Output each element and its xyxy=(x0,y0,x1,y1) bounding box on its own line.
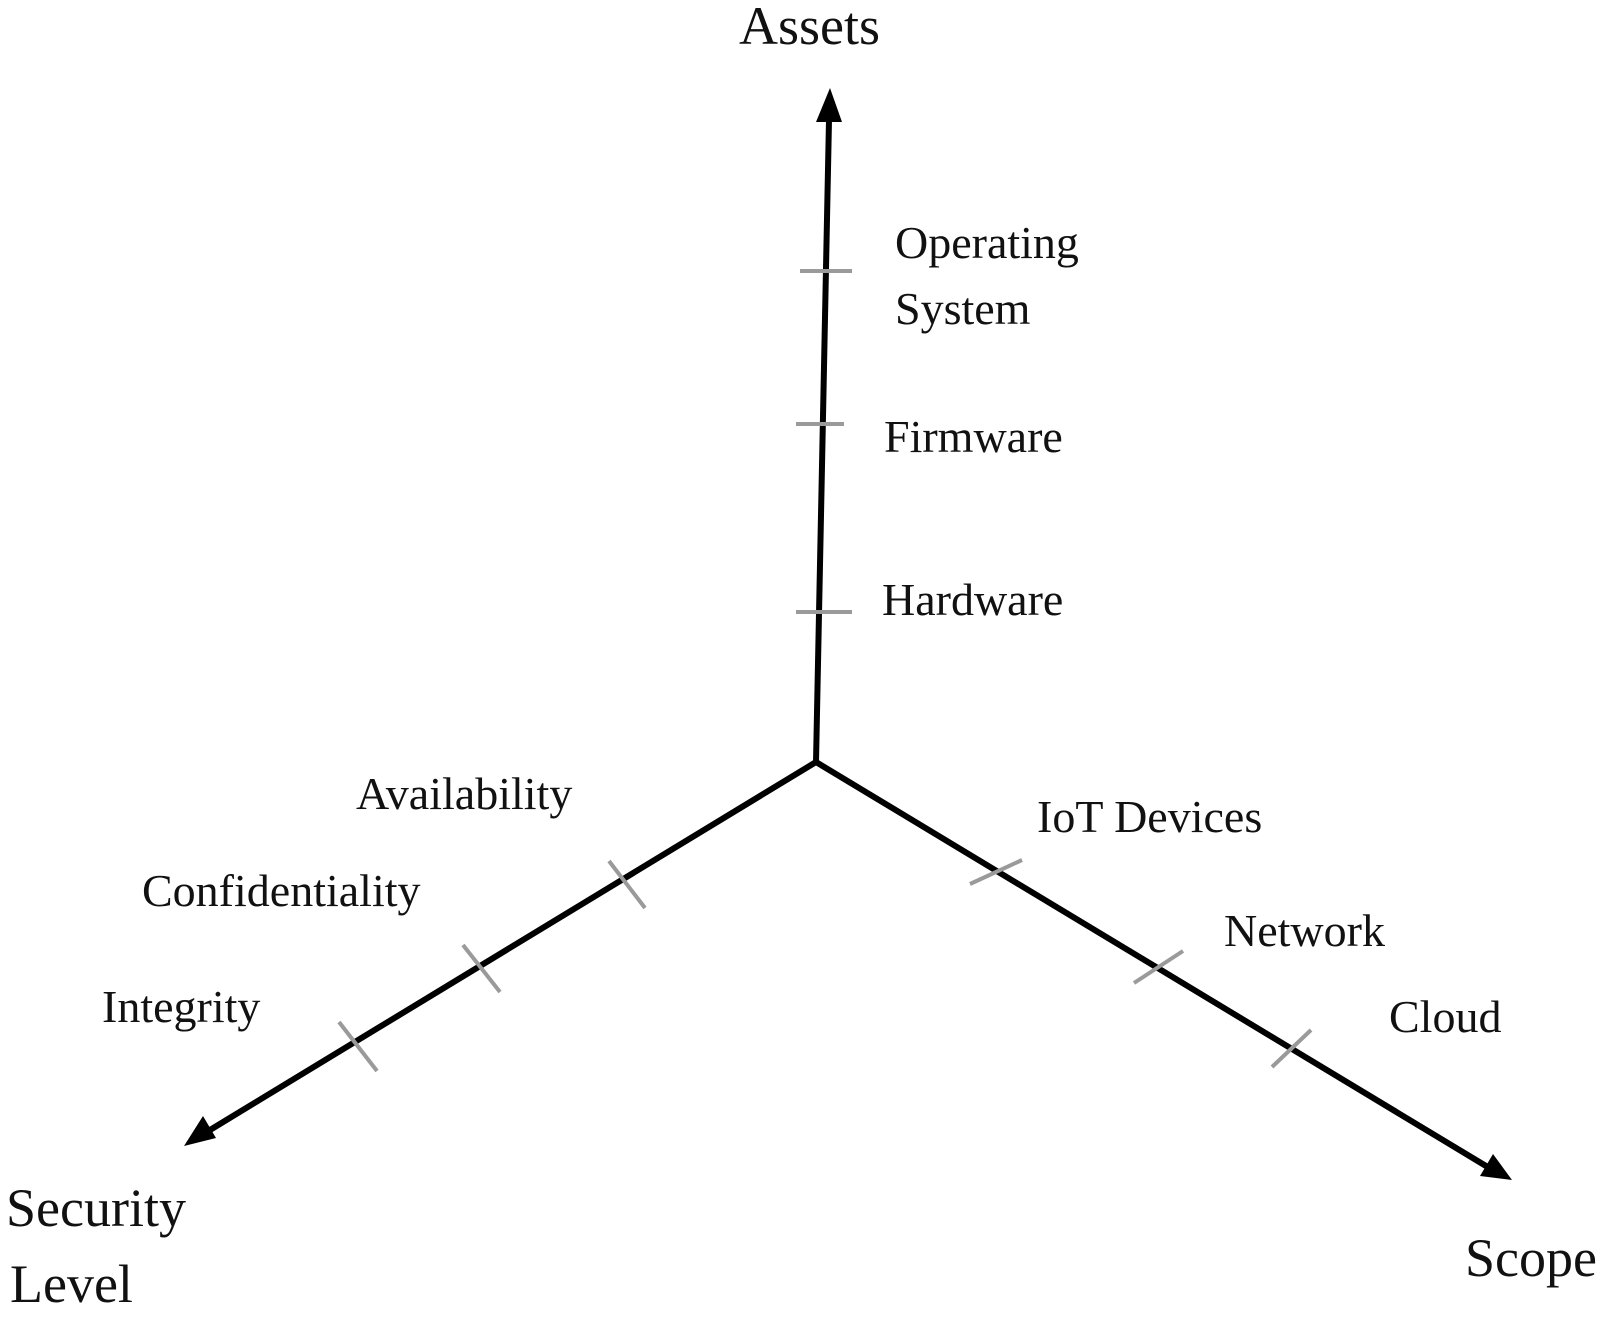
security-level-axis-title-line-1: Security xyxy=(6,1178,186,1238)
tick-mark-network xyxy=(1132,949,1185,985)
scope-arrow-head xyxy=(1480,1154,1512,1180)
assets-arrow-head xyxy=(816,88,842,122)
security-level-arrow-head xyxy=(184,1116,216,1146)
scope-axis-line xyxy=(813,759,1489,1169)
tick-mark-cloud xyxy=(1270,1028,1313,1069)
tick-label-availability: Availability xyxy=(356,768,572,819)
tick-label-operating-system: Operating System xyxy=(895,217,1090,334)
tick-label-hardware: Hardware xyxy=(882,574,1063,625)
tick-label-iot-devices: IoT Devices xyxy=(1037,791,1262,842)
tick-label-firmware: Firmware xyxy=(884,411,1063,462)
security-level-axis-title-line-2: Level xyxy=(10,1254,133,1314)
tick-mark-confidentiality xyxy=(461,943,502,994)
assets-axis-line xyxy=(813,117,832,765)
assets-axis-title: Assets xyxy=(739,0,880,56)
tick-label-integrity: Integrity xyxy=(102,981,260,1032)
tick-label-operating-system-line-1: Operating xyxy=(895,217,1079,268)
scope-axis-title: Scope xyxy=(1465,1228,1597,1288)
tick-label-cloud: Cloud xyxy=(1389,991,1501,1042)
tick-label-network: Network xyxy=(1224,905,1385,956)
tick-label-confidentiality: Confidentiality xyxy=(142,865,421,916)
tick-mark-integrity xyxy=(337,1020,379,1073)
security-level-axis-line xyxy=(207,759,819,1133)
tick-label-operating-system-line-2: System xyxy=(895,283,1031,334)
tick-mark-iot-devices xyxy=(969,858,1023,886)
tick-mark-availability xyxy=(607,859,647,910)
